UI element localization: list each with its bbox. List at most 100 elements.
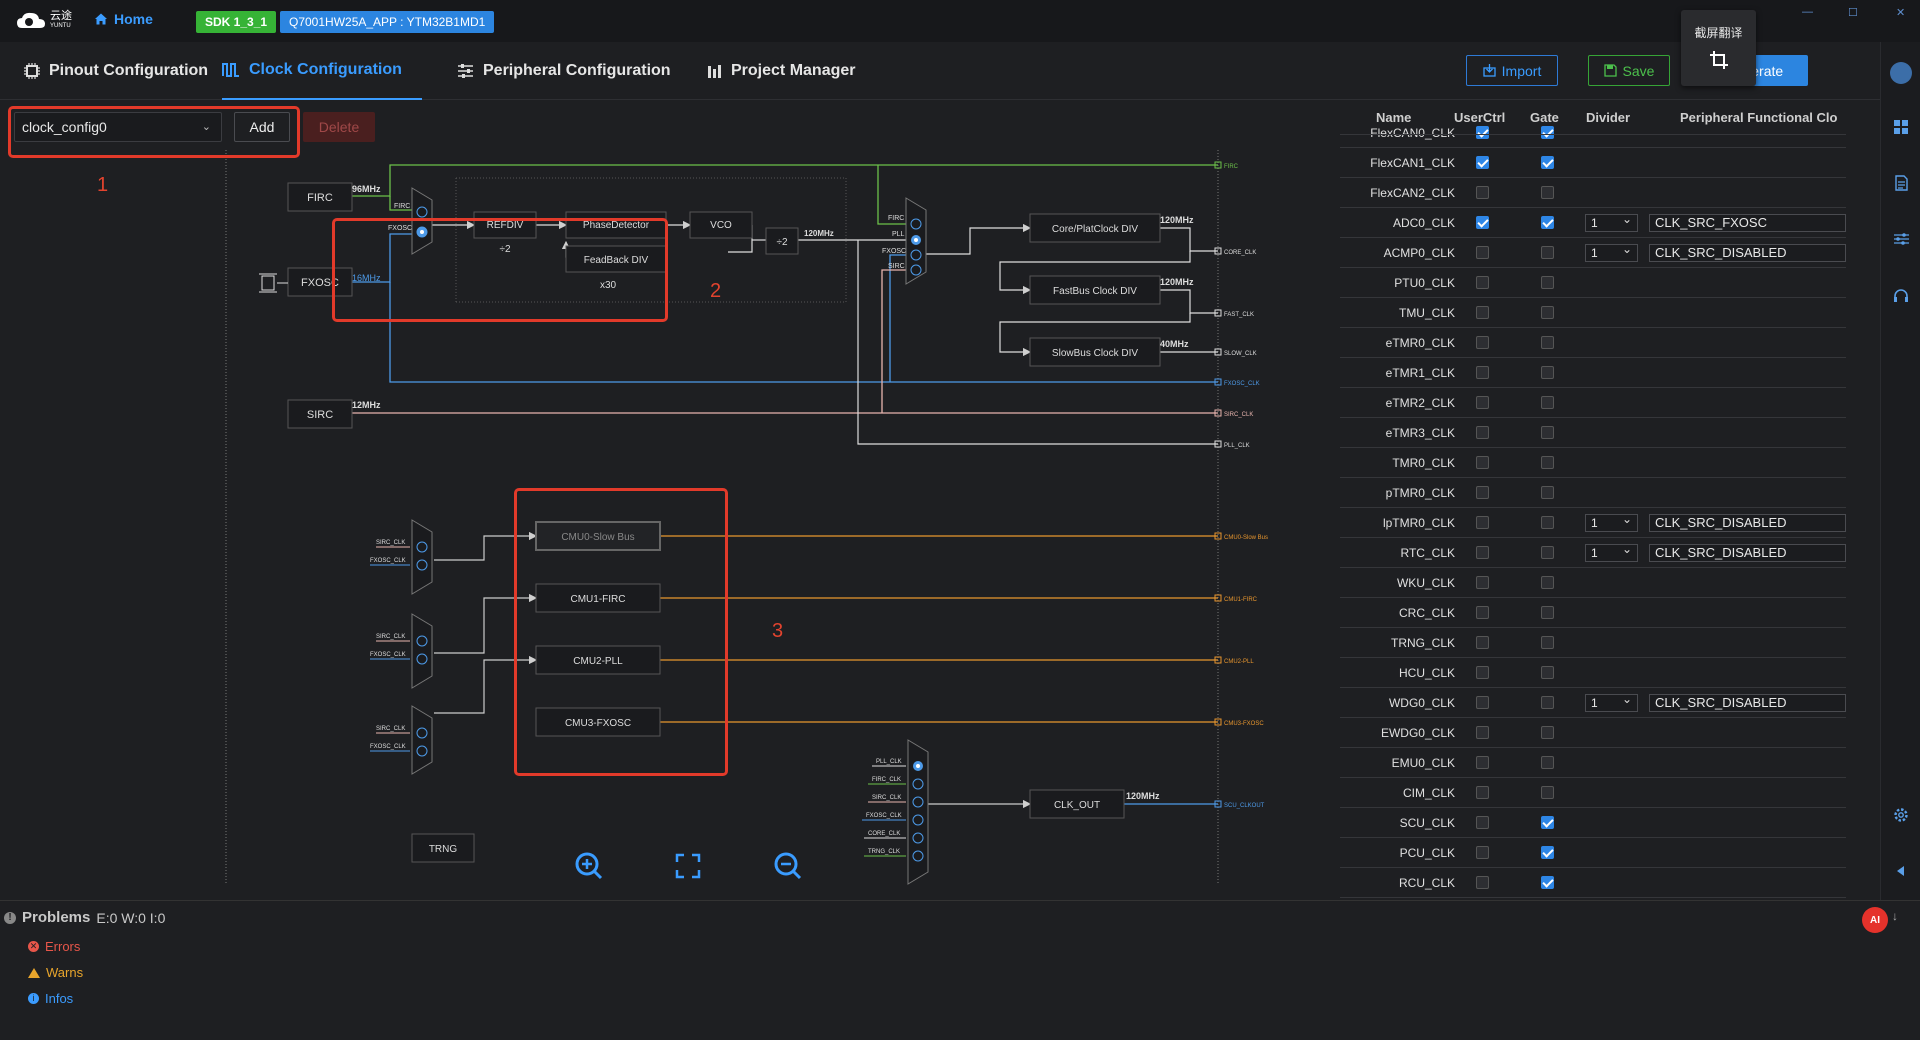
gate-checkbox[interactable] xyxy=(1541,126,1554,139)
gate-checkbox[interactable] xyxy=(1541,486,1554,499)
arrow-down-icon[interactable]: ↓ xyxy=(1892,909,1898,923)
table-row[interactable]: TMU_CLK xyxy=(1340,298,1846,328)
screenshot-translate-popup[interactable]: 截屏翻译 xyxy=(1681,10,1756,86)
tab-project-manager[interactable]: Project Manager xyxy=(707,42,855,100)
feedback-div-label[interactable]: FeadBack DIV xyxy=(584,255,649,266)
zoom-in-icon[interactable] xyxy=(575,852,603,880)
userctrl-checkbox[interactable] xyxy=(1476,336,1489,349)
cmu1-label[interactable]: CMU1-FIRC xyxy=(571,594,626,605)
warns-item[interactable]: Warns xyxy=(28,965,83,980)
functional-clock-select[interactable]: CLK_SRC_FXOSC xyxy=(1649,214,1846,232)
zoom-out-icon[interactable] xyxy=(774,852,802,880)
save-button[interactable]: Save xyxy=(1588,55,1670,86)
table-row[interactable]: FlexCAN0_CLK xyxy=(1340,118,1846,148)
table-row[interactable]: TMR0_CLK xyxy=(1340,448,1846,478)
table-row[interactable]: ACMP0_CLK1CLK_SRC_DISABLED xyxy=(1340,238,1846,268)
userctrl-checkbox[interactable] xyxy=(1476,576,1489,589)
table-row[interactable]: eTMR1_CLK xyxy=(1340,358,1846,388)
userctrl-checkbox[interactable] xyxy=(1476,846,1489,859)
divider-select[interactable]: 1 xyxy=(1585,241,1638,262)
userctrl-checkbox[interactable] xyxy=(1476,876,1489,889)
grid-icon[interactable] xyxy=(1892,118,1910,136)
userctrl-checkbox[interactable] xyxy=(1476,816,1489,829)
divider-select[interactable]: 1 xyxy=(1585,211,1638,232)
userctrl-checkbox[interactable] xyxy=(1476,726,1489,739)
userctrl-checkbox[interactable] xyxy=(1476,216,1489,229)
gate-checkbox[interactable] xyxy=(1541,756,1554,769)
cmu-mux-2[interactable]: SIRC_CLK FXOSC_CLK xyxy=(370,705,433,775)
fit-screen-icon[interactable] xyxy=(675,853,701,879)
maximize-button[interactable]: ☐ xyxy=(1848,7,1858,19)
table-row[interactable]: RCU_CLK xyxy=(1340,868,1846,898)
divider-select[interactable]: 1 xyxy=(1585,691,1638,712)
firc-source-label[interactable]: FIRC xyxy=(307,192,333,204)
gate-checkbox[interactable] xyxy=(1541,696,1554,709)
clkout-mux[interactable]: PLL_CLK FIRC_CLK SIRC_CLK FXOSC_CLK CORE… xyxy=(862,739,929,885)
gate-checkbox[interactable] xyxy=(1541,636,1554,649)
refdiv-label[interactable]: REFDIV xyxy=(487,220,524,231)
table-row[interactable]: eTMR0_CLK xyxy=(1340,328,1846,358)
gate-checkbox[interactable] xyxy=(1541,246,1554,259)
gate-checkbox[interactable] xyxy=(1541,846,1554,859)
gate-checkbox[interactable] xyxy=(1541,276,1554,289)
fxosc-source-label[interactable]: FXOSC xyxy=(301,277,339,289)
add-button[interactable]: Add xyxy=(234,112,290,142)
userctrl-checkbox[interactable] xyxy=(1476,156,1489,169)
document-icon[interactable] xyxy=(1892,174,1910,192)
userctrl-checkbox[interactable] xyxy=(1476,756,1489,769)
tab-pinout[interactable]: Pinout Configuration xyxy=(24,42,208,100)
gate-checkbox[interactable] xyxy=(1541,456,1554,469)
minimize-button[interactable]: — xyxy=(1802,6,1813,18)
table-row[interactable]: WKU_CLK xyxy=(1340,568,1846,598)
tab-peripheral[interactable]: Peripheral Configuration xyxy=(457,42,671,100)
collapse-left-icon[interactable] xyxy=(1892,862,1910,880)
functional-clock-select[interactable]: CLK_SRC_DISABLED xyxy=(1649,544,1846,562)
divider-select[interactable]: 1 xyxy=(1585,541,1638,562)
project-badge[interactable]: Q7001HW25A_APP : YTM32B1MD1 xyxy=(280,11,495,33)
clock-config-select[interactable]: clock_config0 ⌄ xyxy=(14,112,222,142)
fastbus-div-label[interactable]: FastBus Clock DIV xyxy=(1053,286,1137,297)
errors-item[interactable]: ✕Errors xyxy=(28,939,80,954)
userctrl-checkbox[interactable] xyxy=(1476,486,1489,499)
table-row[interactable]: EMU0_CLK xyxy=(1340,748,1846,778)
table-row[interactable]: pTMR0_CLK xyxy=(1340,478,1846,508)
sirc-source-label[interactable]: SIRC xyxy=(307,409,333,421)
userctrl-checkbox[interactable] xyxy=(1476,456,1489,469)
userctrl-checkbox[interactable] xyxy=(1476,426,1489,439)
trng-label[interactable]: TRNG xyxy=(429,844,458,855)
cmu0-label[interactable]: CMU0-Slow Bus xyxy=(561,532,634,543)
divider-select[interactable]: 1 xyxy=(1585,511,1638,532)
table-row[interactable]: EWDG0_CLK xyxy=(1340,718,1846,748)
col-header-name[interactable]: Name xyxy=(1376,110,1412,125)
gate-checkbox[interactable] xyxy=(1541,876,1554,889)
table-row[interactable]: FlexCAN1_CLK xyxy=(1340,148,1846,178)
userctrl-checkbox[interactable] xyxy=(1476,306,1489,319)
table-row[interactable]: TRNG_CLK xyxy=(1340,628,1846,658)
gate-checkbox[interactable] xyxy=(1541,576,1554,589)
ai-assistant-button[interactable]: AI xyxy=(1862,907,1888,933)
feedback-div-value[interactable]: x30 xyxy=(600,280,617,291)
problems-header[interactable]: ! Problems E:0 W:0 I:0 xyxy=(4,909,165,926)
import-button[interactable]: Import xyxy=(1466,55,1558,86)
col-header-divider[interactable]: Divider xyxy=(1586,110,1631,125)
table-row[interactable]: FlexCAN2_CLK xyxy=(1340,178,1846,208)
gate-checkbox[interactable] xyxy=(1541,306,1554,319)
table-row[interactable]: lpTMR0_CLK1CLK_SRC_DISABLED xyxy=(1340,508,1846,538)
gate-checkbox[interactable] xyxy=(1541,666,1554,679)
delete-button[interactable]: Delete xyxy=(303,112,375,142)
table-row[interactable]: HCU_CLK xyxy=(1340,658,1846,688)
userctrl-checkbox[interactable] xyxy=(1476,636,1489,649)
cmu-mux-1[interactable]: SIRC_CLK FXOSC_CLK xyxy=(370,613,433,689)
gate-checkbox[interactable] xyxy=(1541,216,1554,229)
gate-checkbox[interactable] xyxy=(1541,186,1554,199)
close-button[interactable]: ✕ xyxy=(1896,7,1906,19)
gate-checkbox[interactable] xyxy=(1541,336,1554,349)
userctrl-checkbox[interactable] xyxy=(1476,666,1489,679)
userctrl-checkbox[interactable] xyxy=(1476,276,1489,289)
functional-clock-select[interactable]: CLK_SRC_DISABLED xyxy=(1649,244,1846,262)
userctrl-checkbox[interactable] xyxy=(1476,126,1489,139)
table-row[interactable]: PTU0_CLK xyxy=(1340,268,1846,298)
table-row[interactable]: CRC_CLK xyxy=(1340,598,1846,628)
cmu2-label[interactable]: CMU2-PLL xyxy=(573,656,623,667)
